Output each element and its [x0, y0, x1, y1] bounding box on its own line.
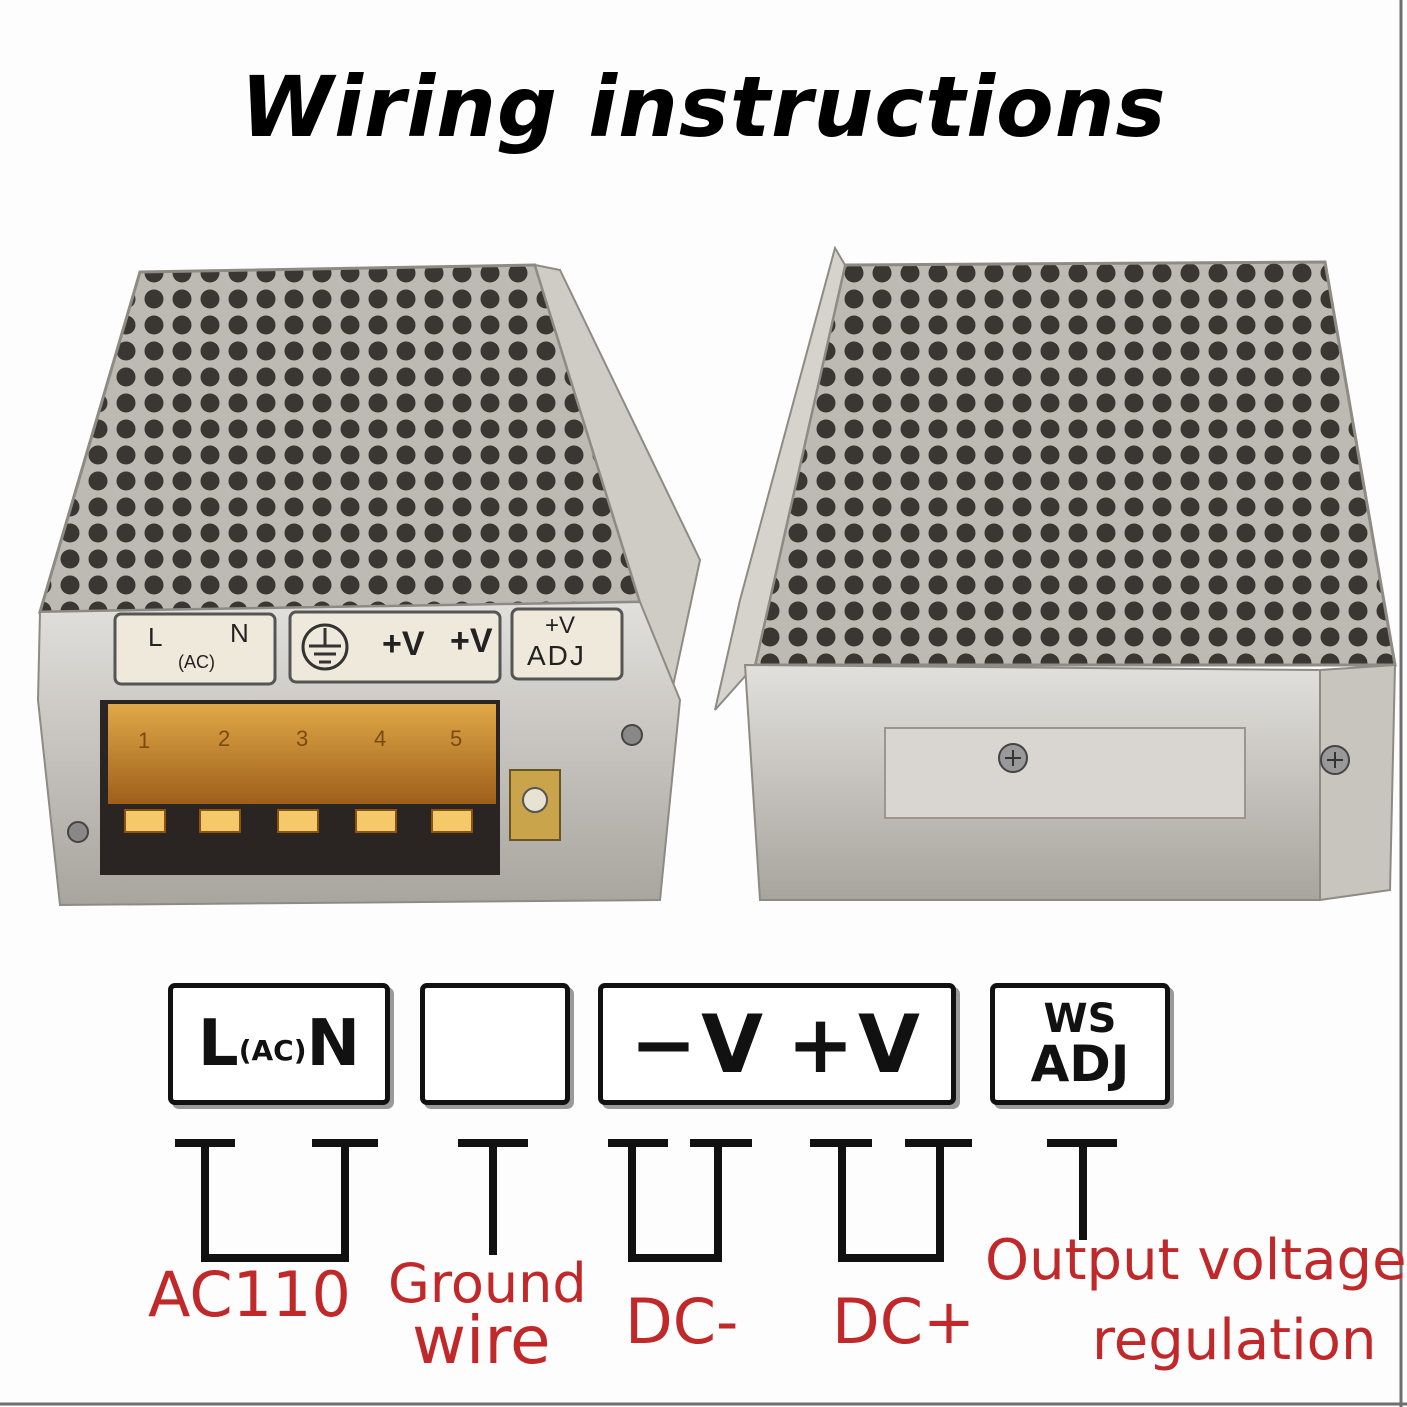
connector-ac — [201, 1143, 349, 1262]
label-ws: WS — [1043, 996, 1117, 1042]
dc-output-label-box: −V +V — [598, 983, 956, 1105]
terminal-screw — [199, 809, 241, 833]
terminal-number: 3 — [296, 726, 309, 751]
page-title: Wiring instructions — [240, 58, 1167, 156]
side-panel-right — [714, 245, 847, 711]
label-n: N — [306, 1007, 361, 1081]
terminal-number: 4 — [374, 726, 387, 751]
perforated-cover-left — [37, 263, 643, 614]
terminal-label-adj: ADJ — [527, 640, 586, 671]
caption-dc-plus: DC+ — [832, 1285, 975, 1358]
terminal-label-v2: +V — [450, 622, 493, 660]
terminal-label-ac: (AC) — [178, 652, 215, 672]
terminal-number: 5 — [450, 726, 463, 751]
screw-icon — [621, 724, 643, 746]
terminal-label-adj-v: +V — [545, 612, 576, 639]
caption-regulation: regulation — [1092, 1308, 1377, 1373]
terminal-number: 1 — [138, 728, 151, 753]
caption-wire: wire — [412, 1302, 551, 1379]
label-l: L — [197, 1007, 239, 1081]
power-supply-side — [714, 245, 1397, 902]
connector-dc-minus — [628, 1143, 722, 1262]
terminal-screw — [124, 809, 166, 833]
caption-ac110: AC110 — [148, 1258, 351, 1331]
wiring-connectors — [175, 1139, 1117, 1262]
terminal-screw — [431, 809, 473, 833]
perforated-cover-right — [753, 260, 1397, 667]
connector-dc-plus — [838, 1143, 944, 1262]
label-plate-gnd-v — [288, 610, 502, 684]
terminal-label-l: L — [148, 622, 163, 652]
side-panel-left — [533, 263, 702, 704]
label-minus-v: −V — [630, 997, 767, 1091]
terminal-label-v1: +V — [382, 625, 425, 663]
terminal-label-n: N — [230, 618, 249, 648]
ac-input-label-box: L (AC) N — [168, 983, 390, 1105]
label-plate-ln — [113, 612, 277, 686]
screw-icon — [67, 821, 89, 843]
end-plate — [884, 727, 1246, 819]
label-plus-v: +V — [787, 997, 924, 1091]
terminal-number: 2 — [218, 726, 231, 751]
caption-output-voltage: Output voltage — [985, 1228, 1407, 1293]
terminal-screw — [277, 809, 319, 833]
caption-ground: Ground — [388, 1252, 587, 1315]
power-supply-front — [36, 263, 702, 907]
terminal-cover — [108, 704, 496, 804]
label-adj: ADJ — [1030, 1035, 1130, 1093]
caption-dc-minus: DC- — [625, 1285, 739, 1358]
ground-label-box — [420, 983, 570, 1105]
terminal-screw — [355, 809, 397, 833]
label-ac: (AC) — [238, 1033, 307, 1067]
adjust-label-box: WS ADJ — [990, 983, 1170, 1105]
mount-bracket — [1319, 663, 1397, 902]
label-plate-adj — [510, 607, 624, 681]
ground-symbol-icon — [301, 623, 349, 671]
